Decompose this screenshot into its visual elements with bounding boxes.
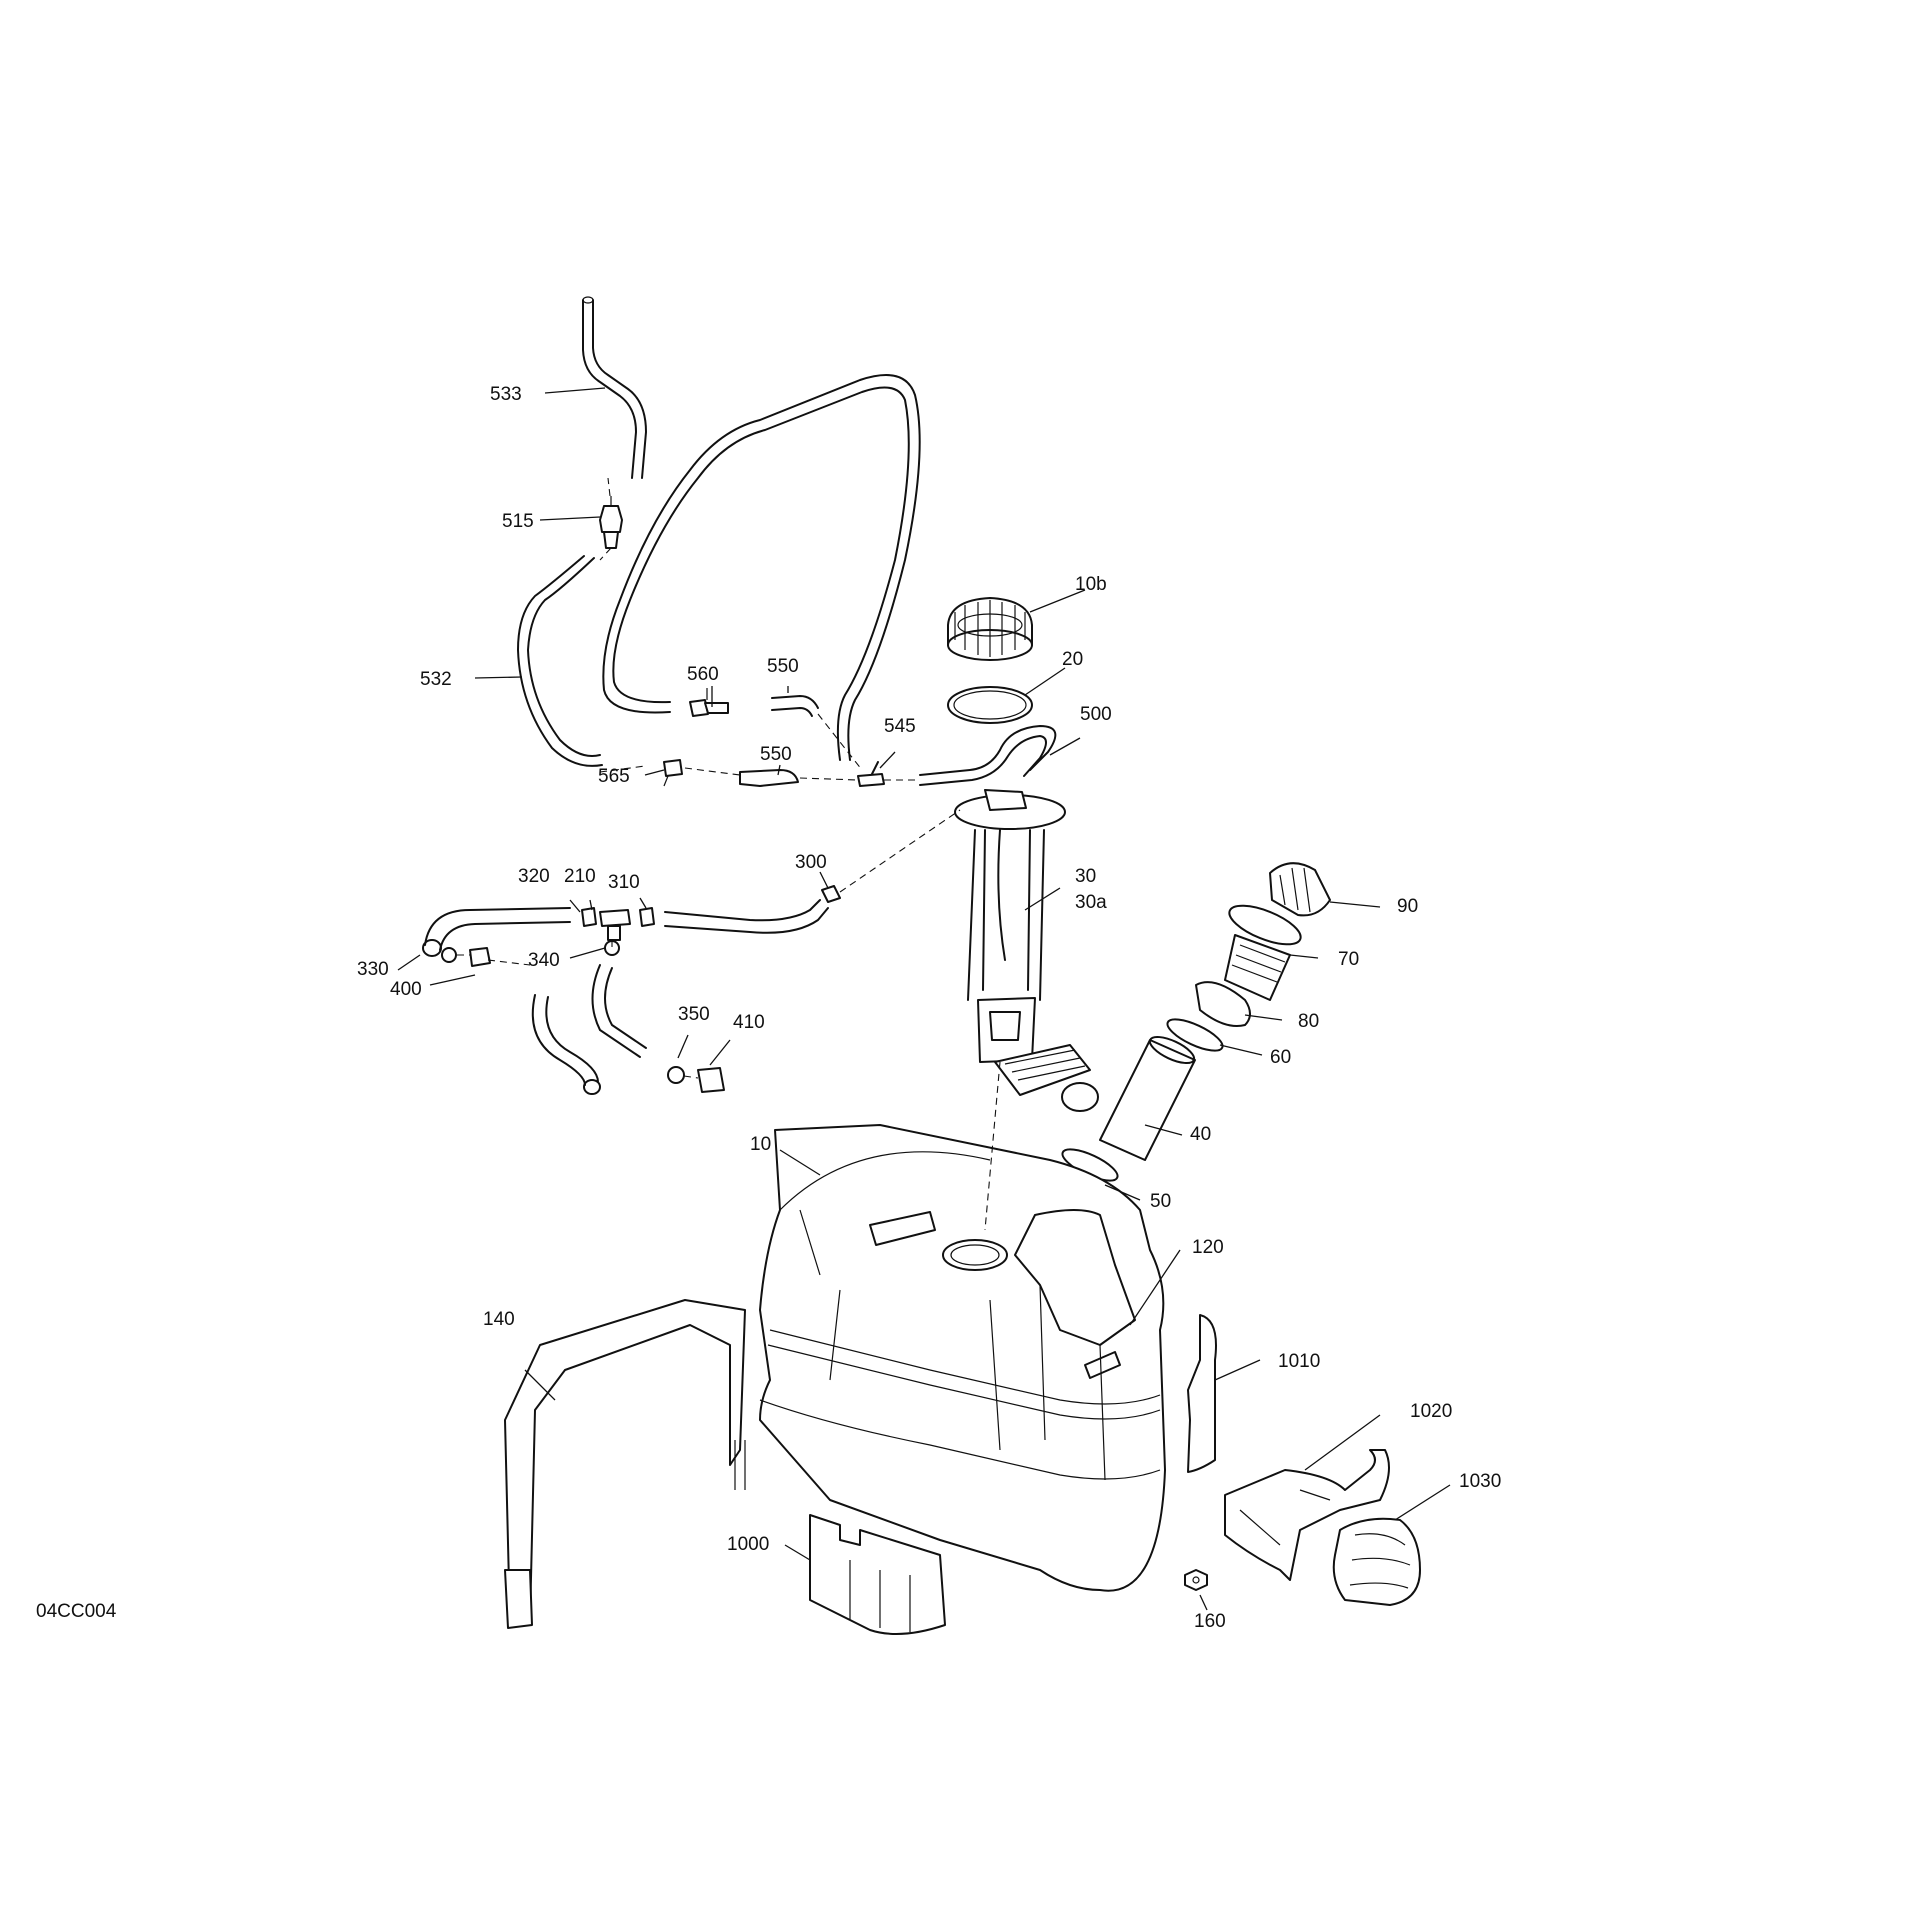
hose-550-lower [739, 769, 799, 787]
check-valve-515 [599, 496, 623, 549]
callout-70: 70 [1338, 949, 1359, 970]
callout-160: 160 [1194, 1611, 1226, 1632]
clamp-80 [1195, 981, 1251, 1027]
clip-350 [667, 1066, 685, 1084]
callout-1030: 1030 [1459, 1471, 1501, 1492]
tank-strap-120 [1014, 1209, 1136, 1481]
callout-60: 60 [1270, 1047, 1291, 1068]
tank-strap-140 [504, 1299, 746, 1629]
hose-500 [919, 725, 1057, 786]
nut-160 [1184, 1569, 1208, 1591]
heat-shield-1030 [1332, 1517, 1421, 1606]
lock-ring-10b [947, 597, 1033, 661]
callout-340: 340 [528, 950, 560, 971]
callout-545: 545 [884, 716, 916, 737]
tee-fitting [599, 909, 631, 941]
callout-140: 140 [483, 1309, 515, 1330]
callout-1010: 1010 [1278, 1351, 1320, 1372]
callout-300: 300 [795, 852, 827, 873]
hose-320 [422, 907, 571, 957]
clamp-60 [1166, 1018, 1224, 1052]
heat-shield-1020 [1224, 1449, 1390, 1581]
callout-550-lower: 550 [760, 744, 792, 765]
callout-90: 90 [1397, 896, 1418, 917]
heat-shield-1000 [809, 1514, 946, 1635]
callout-210: 210 [564, 866, 596, 887]
fuel-hose-main [664, 899, 829, 934]
hose-lower-right [591, 964, 647, 1058]
connector-560 [689, 688, 729, 717]
clamp-300 [821, 885, 841, 903]
diagram-reference-code: 04CC004 [36, 1601, 117, 1622]
fitting-400 [469, 947, 491, 967]
callout-550-upper: 550 [767, 656, 799, 677]
callout-40: 40 [1190, 1124, 1211, 1145]
filler-neck-70 [1224, 904, 1302, 1001]
callout-20: 20 [1062, 649, 1083, 670]
callout-400: 400 [390, 979, 422, 1000]
callout-533: 533 [490, 384, 522, 405]
clamp-310 [639, 907, 655, 927]
clamp-210 [581, 907, 597, 927]
hose-lower-left [531, 994, 601, 1095]
fuel-cap-90 [1269, 862, 1331, 917]
heat-shield-1010 [1187, 1314, 1217, 1473]
callout-labels: 533 515 532 560 550 550 545 565 10b 20 5… [357, 384, 1501, 1632]
fuel-pump-module-30 [954, 789, 1099, 1112]
vent-hose-long-loop [602, 374, 921, 761]
vent-hose-533 [582, 296, 647, 479]
callout-320: 320 [518, 866, 550, 887]
filler-hose-40 [1099, 1035, 1196, 1161]
callout-330: 330 [357, 959, 389, 980]
leader-lines [397, 387, 1451, 1611]
tee-545 [857, 761, 885, 787]
callout-350: 350 [678, 1004, 710, 1025]
callout-310: 310 [608, 872, 640, 893]
assembly-lines [457, 477, 1001, 1231]
clip-330 [441, 947, 457, 963]
callout-1000: 1000 [727, 1534, 769, 1555]
fitting-410 [697, 1067, 725, 1093]
callout-10b: 10b [1075, 574, 1107, 595]
callout-532: 532 [420, 669, 452, 690]
callout-10: 10 [750, 1134, 771, 1155]
callout-560: 560 [687, 664, 719, 685]
callout-120: 120 [1192, 1237, 1224, 1258]
hose-550-upper [771, 695, 819, 717]
callout-515: 515 [502, 511, 534, 532]
callout-80: 80 [1298, 1011, 1319, 1032]
callout-30: 30 [1075, 866, 1096, 887]
connector-565 [663, 759, 683, 787]
vent-hose-532 [517, 555, 603, 767]
callout-500: 500 [1080, 704, 1112, 725]
gasket-20 [947, 686, 1033, 724]
callout-565: 565 [598, 766, 630, 787]
callout-50: 50 [1150, 1191, 1171, 1212]
callout-410: 410 [733, 1012, 765, 1033]
callout-1020: 1020 [1410, 1401, 1452, 1422]
callout-30a: 30a [1075, 892, 1107, 913]
fuel-tank-10 [759, 1124, 1166, 1592]
